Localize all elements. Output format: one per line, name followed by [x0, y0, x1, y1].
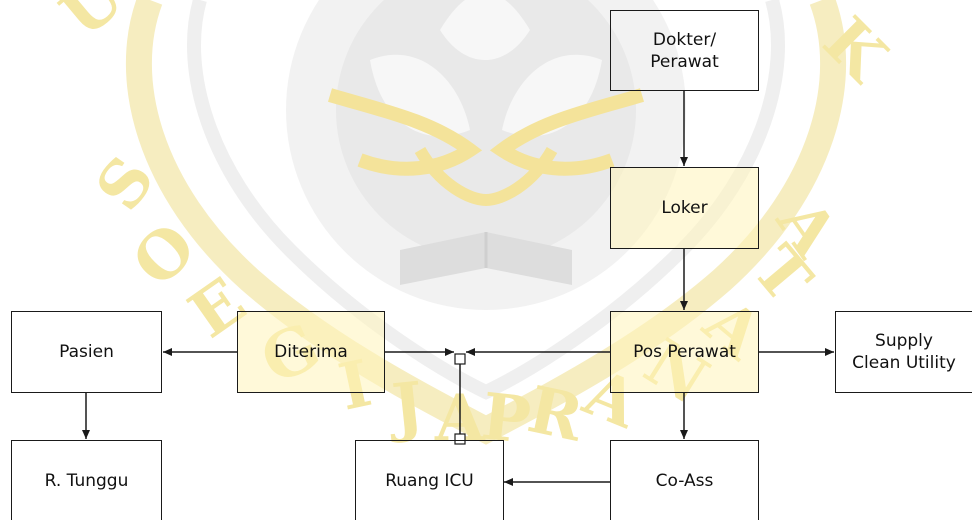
svg-text:P: P	[478, 379, 534, 459]
node-ruang-icu: Ruang ICU	[355, 440, 504, 520]
node-pos-perawat: Pos Perawat	[610, 311, 759, 393]
node-co-ass: Co-Ass	[610, 440, 759, 520]
node-supply-clean-utility: Supply Clean Utility	[835, 311, 972, 393]
node-r-tunggu: R. Tunggu	[11, 440, 162, 520]
node-dokter-perawat: Dokter/ Perawat	[610, 10, 759, 91]
node-loker: Loker	[610, 167, 759, 249]
junction-node-bottom	[454, 433, 466, 445]
node-pasien: Pasien	[11, 311, 162, 393]
node-diterima: Diterima	[237, 311, 385, 393]
junction-node-top	[454, 353, 466, 365]
